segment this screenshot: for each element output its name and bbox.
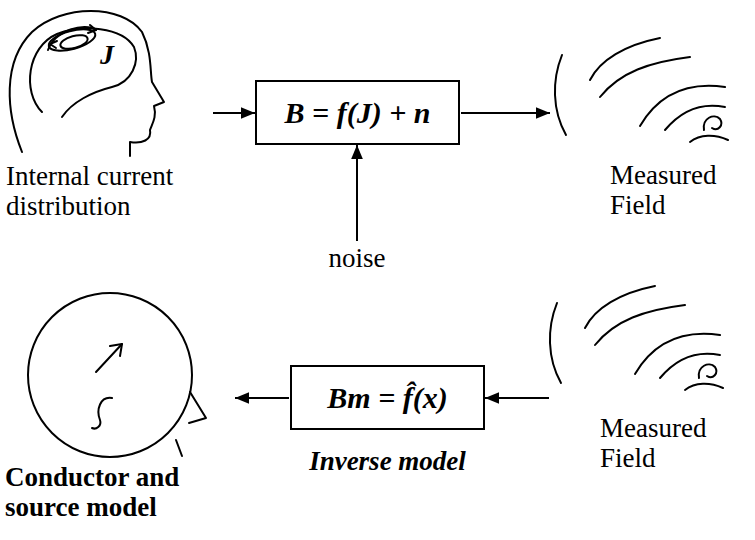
neck-outline <box>176 440 182 456</box>
forward-model-box: B = f(J) + n <box>255 80 460 145</box>
equation: B = f(J) + n <box>285 96 431 130</box>
brain-outline <box>30 28 136 117</box>
head-model: Conductor and source model <box>0 290 235 538</box>
field-contour <box>555 55 566 135</box>
current-symbol: J <box>100 41 114 69</box>
current-arrow <box>50 41 57 48</box>
flow-arrow <box>213 112 255 114</box>
flow-arrow <box>356 145 358 241</box>
flow-arrow <box>461 112 550 114</box>
dipole-arrow <box>96 344 122 372</box>
nose-outline <box>189 392 206 423</box>
current-loop <box>48 27 96 50</box>
head-outline <box>10 11 164 156</box>
box-caption: Inverse model <box>290 446 485 477</box>
conductor-sphere <box>28 293 192 457</box>
head-figure: J Internal current distribution <box>2 5 212 235</box>
source-curve <box>92 398 112 429</box>
figure-caption: Conductor and source model <box>5 462 230 522</box>
flow-arrow <box>235 397 289 399</box>
input-label: noise <box>329 244 386 274</box>
figure-caption: Measured Field <box>610 160 740 220</box>
equation: Bm = f̂(x) <box>327 381 447 415</box>
inverse-model-box: Bm = f̂(x) Inverse model <box>290 365 485 477</box>
field-contour <box>550 303 561 383</box>
field-contour <box>690 136 728 142</box>
field-contour <box>660 354 720 378</box>
current-loop <box>59 33 89 52</box>
field-contour <box>590 38 660 80</box>
field-contour <box>699 364 717 378</box>
field-contour <box>704 116 722 130</box>
field-map: Measured Field <box>550 30 740 230</box>
current-loop <box>46 25 97 55</box>
dipole-arrow <box>110 344 122 356</box>
field-map: Measured Field <box>550 280 740 480</box>
current-arrow <box>88 25 96 33</box>
equation-box: Bm = f̂(x) <box>290 365 485 430</box>
field-contour <box>665 106 725 130</box>
noise-source: noise <box>329 244 386 274</box>
figure-caption: Internal current distribution <box>6 161 212 221</box>
field-contour <box>585 286 655 328</box>
field-contour <box>685 384 723 390</box>
figure-caption: Measured Field <box>600 413 730 473</box>
flow-arrow <box>485 397 549 399</box>
